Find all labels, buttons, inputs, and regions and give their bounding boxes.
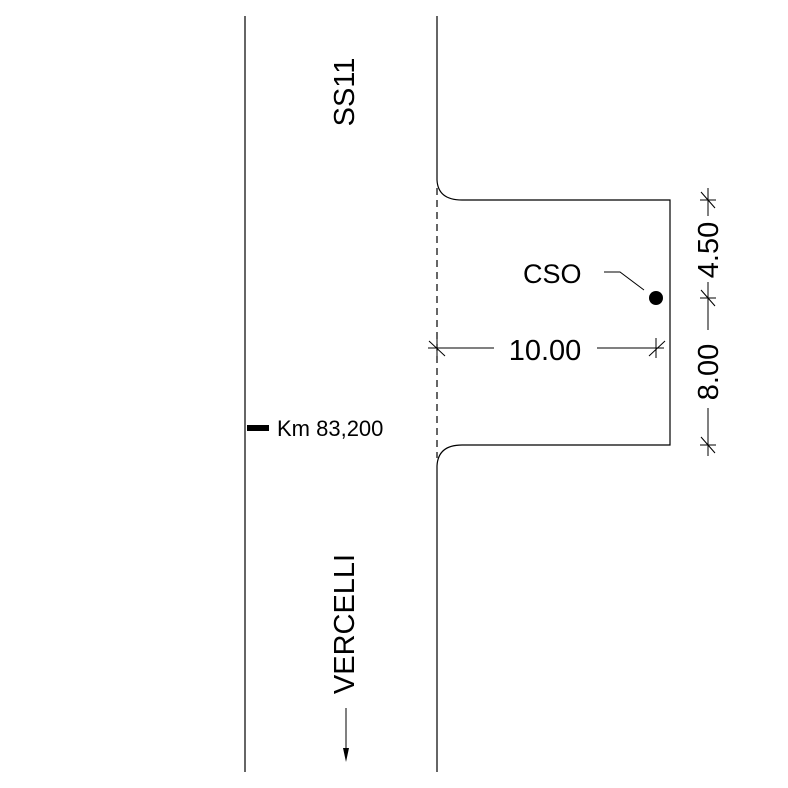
cso-leader <box>604 271 645 291</box>
dimension-upper-label: 4.50 <box>693 222 725 278</box>
dimension-vertical: 4.50 8.00 <box>693 188 725 456</box>
km-marker-label: Km 83,200 <box>277 416 383 441</box>
road-name-label: SS11 <box>329 58 361 127</box>
direction-label: VERCELLI <box>329 554 361 694</box>
cso-label: CSO <box>523 259 582 289</box>
cso-point <box>649 291 663 305</box>
dimension-width: 10.00 <box>428 335 666 367</box>
dimension-width-label: 10.00 <box>509 335 582 367</box>
dimension-lower-label: 8.00 <box>693 344 725 400</box>
layby-outline <box>436 179 671 467</box>
direction-arrow-icon <box>343 708 349 762</box>
km-marker-tick <box>247 425 269 431</box>
